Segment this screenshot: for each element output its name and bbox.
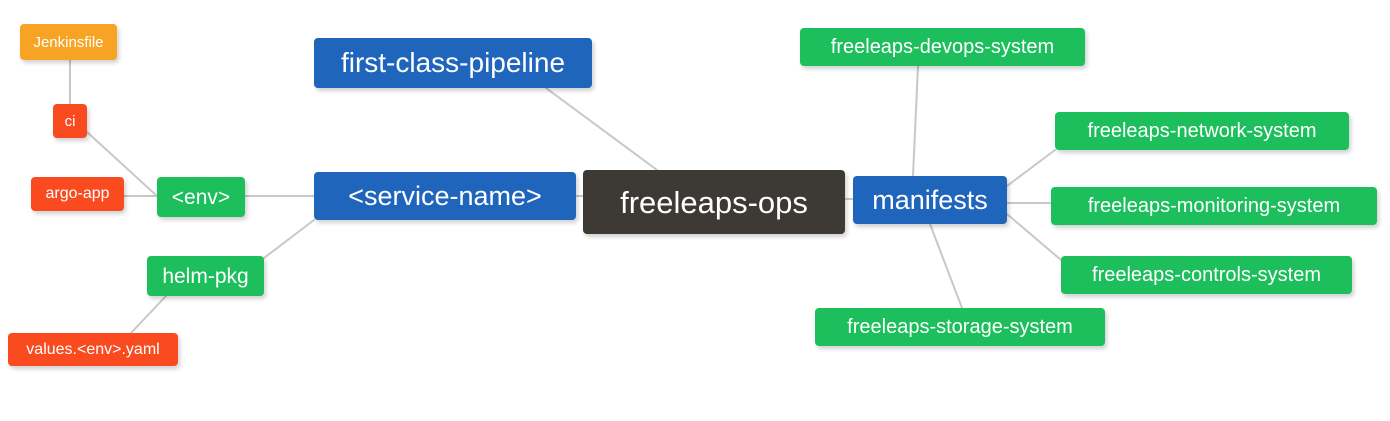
mindmap-node-label: Jenkinsfile [33,33,104,51]
mindmap-node-helm-pkg[interactable]: helm-pkg [147,256,264,296]
mindmap-node-manifests[interactable]: manifests [853,176,1007,224]
mindmap-node-label: values.<env>.yaml [26,340,160,358]
edge-servicename-helmpkg [263,219,315,259]
mindmap-node-argo-app[interactable]: argo-app [31,177,124,211]
mindmap-node-label: helm-pkg [162,264,249,288]
mindmap-node-label: freeleaps-network-system [1087,120,1317,142]
mindmap-node-freeleaps-network-system[interactable]: freeleaps-network-system [1055,112,1349,150]
edge-manifests-network [1006,149,1056,187]
mindmap-node-jenkinsfile[interactable]: Jenkinsfile [20,24,117,60]
mindmap-node-label: manifests [872,184,988,215]
mindmap-node-label: freeleaps-devops-system [830,36,1055,58]
edge-manifests-devops [912,65,919,177]
mindmap-node-freeleaps-ops[interactable]: freeleaps-ops [583,170,845,234]
mindmap-node-env[interactable]: <env> [157,177,245,217]
mindmap-node-first-class-pipeline[interactable]: first-class-pipeline [314,38,592,88]
mindmap-node-label: ci [64,112,76,130]
mindmap-node-label: freeleaps-monitoring-system [1087,195,1341,217]
mindmap-node-label: argo-app [45,185,110,202]
mindmap-node-label: freeleaps-storage-system [847,316,1073,338]
edge-firstclass-ops [545,87,658,171]
edge-manifests-storage [929,223,963,309]
mindmap-node-label: <service-name> [348,180,542,211]
mindmap-node-label: <env> [171,185,231,209]
mindmap-node-label: freeleaps-ops [620,184,808,220]
mindmap-node-label: first-class-pipeline [340,47,566,78]
mindmap-node-freeleaps-storage-system[interactable]: freeleaps-storage-system [815,308,1105,346]
mindmap-node-service-name[interactable]: <service-name> [314,172,576,220]
mindmap-node-freeleaps-controls-system[interactable]: freeleaps-controls-system [1061,256,1352,294]
mindmap-node-ci[interactable]: ci [53,104,87,138]
mindmap-node-values-env-yaml[interactable]: values.<env>.yaml [8,333,178,366]
edge-helmpkg-values [130,295,167,334]
mindmap-node-label: freeleaps-controls-system [1092,264,1321,286]
mindmap-node-freeleaps-monitoring-system[interactable]: freeleaps-monitoring-system [1051,187,1377,225]
mindmap-node-freeleaps-devops-system[interactable]: freeleaps-devops-system [800,28,1085,66]
